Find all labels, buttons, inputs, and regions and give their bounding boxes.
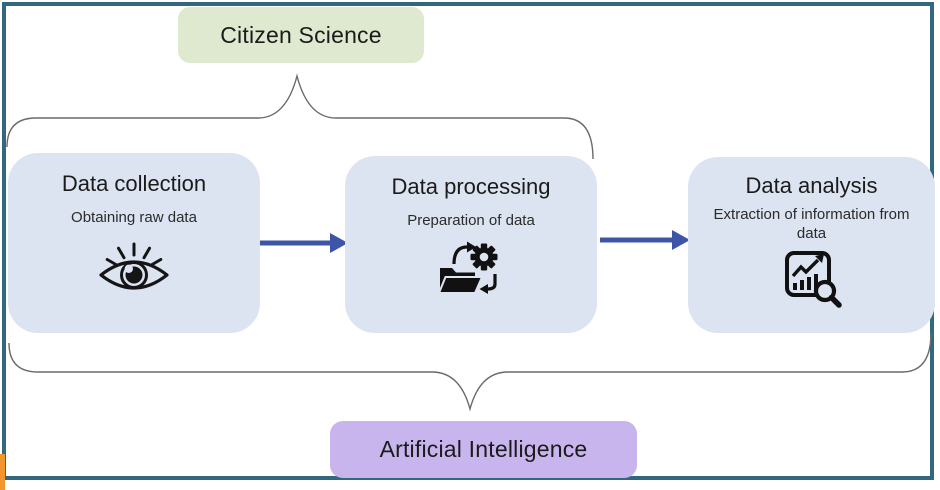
step-subtitle: Preparation of data: [407, 212, 535, 229]
accent-bar: [0, 454, 5, 490]
step-title: Data analysis: [745, 173, 878, 198]
citizen-science-label: Citizen Science: [178, 7, 424, 63]
folder-gear-sync-icon: [435, 238, 507, 300]
step-subtitle: Extraction of information from data: [713, 206, 910, 242]
artificial-intelligence-label-text: Artificial Intelligence: [379, 436, 588, 462]
chart-magnifier-icon: [780, 246, 844, 312]
step-title: Data processing: [391, 174, 551, 199]
eye-icon: [94, 235, 174, 297]
step-subtitle: Obtaining raw data: [71, 209, 197, 226]
artificial-intelligence-label: Artificial Intelligence: [330, 421, 637, 478]
step-data-analysis: Data analysis Extraction of information …: [688, 157, 935, 333]
step-title: Data collection: [61, 171, 207, 196]
citizen-science-label-text: Citizen Science: [220, 21, 382, 48]
step-data-collection: Data collection Obtaining raw data: [8, 153, 260, 333]
step-data-processing: Data processing Preparation of data: [345, 156, 597, 333]
